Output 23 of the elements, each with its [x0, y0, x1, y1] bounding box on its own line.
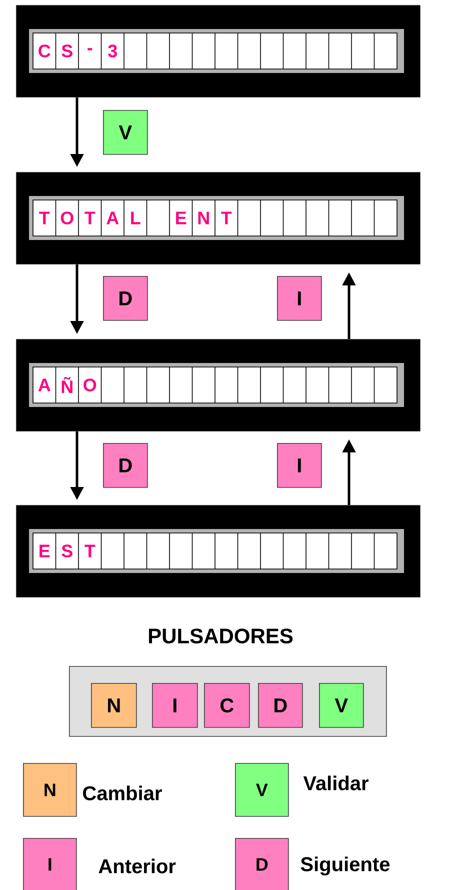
lcd-display: T O T A L E N T	[16, 172, 420, 264]
key-button: I	[277, 443, 322, 488]
key-button: D	[103, 276, 148, 321]
key-button: V	[319, 683, 364, 728]
legend-key: V	[235, 763, 289, 817]
legend-text: Siguiente	[300, 856, 390, 876]
key-button: I	[277, 276, 322, 321]
key-button: V	[103, 110, 148, 155]
lcd-display: A Ñ O	[16, 339, 420, 432]
legend-text: Anterior	[98, 858, 176, 874]
panel-heading: PULSADORES	[149, 628, 293, 644]
legend-text: Cambiar	[83, 786, 162, 800]
lcd-display: C S - 3	[16, 5, 420, 98]
key-button: C	[204, 683, 250, 728]
key-button: I	[152, 683, 198, 728]
legend-key: N	[23, 763, 77, 817]
lcd-display: E S T	[16, 505, 420, 598]
legend-key: D	[235, 838, 289, 890]
key-button: D	[258, 683, 303, 728]
legend-key: I	[23, 838, 77, 890]
legend-text: Validar	[303, 776, 368, 790]
key-button: D	[103, 443, 148, 488]
key-button: N	[91, 683, 137, 728]
